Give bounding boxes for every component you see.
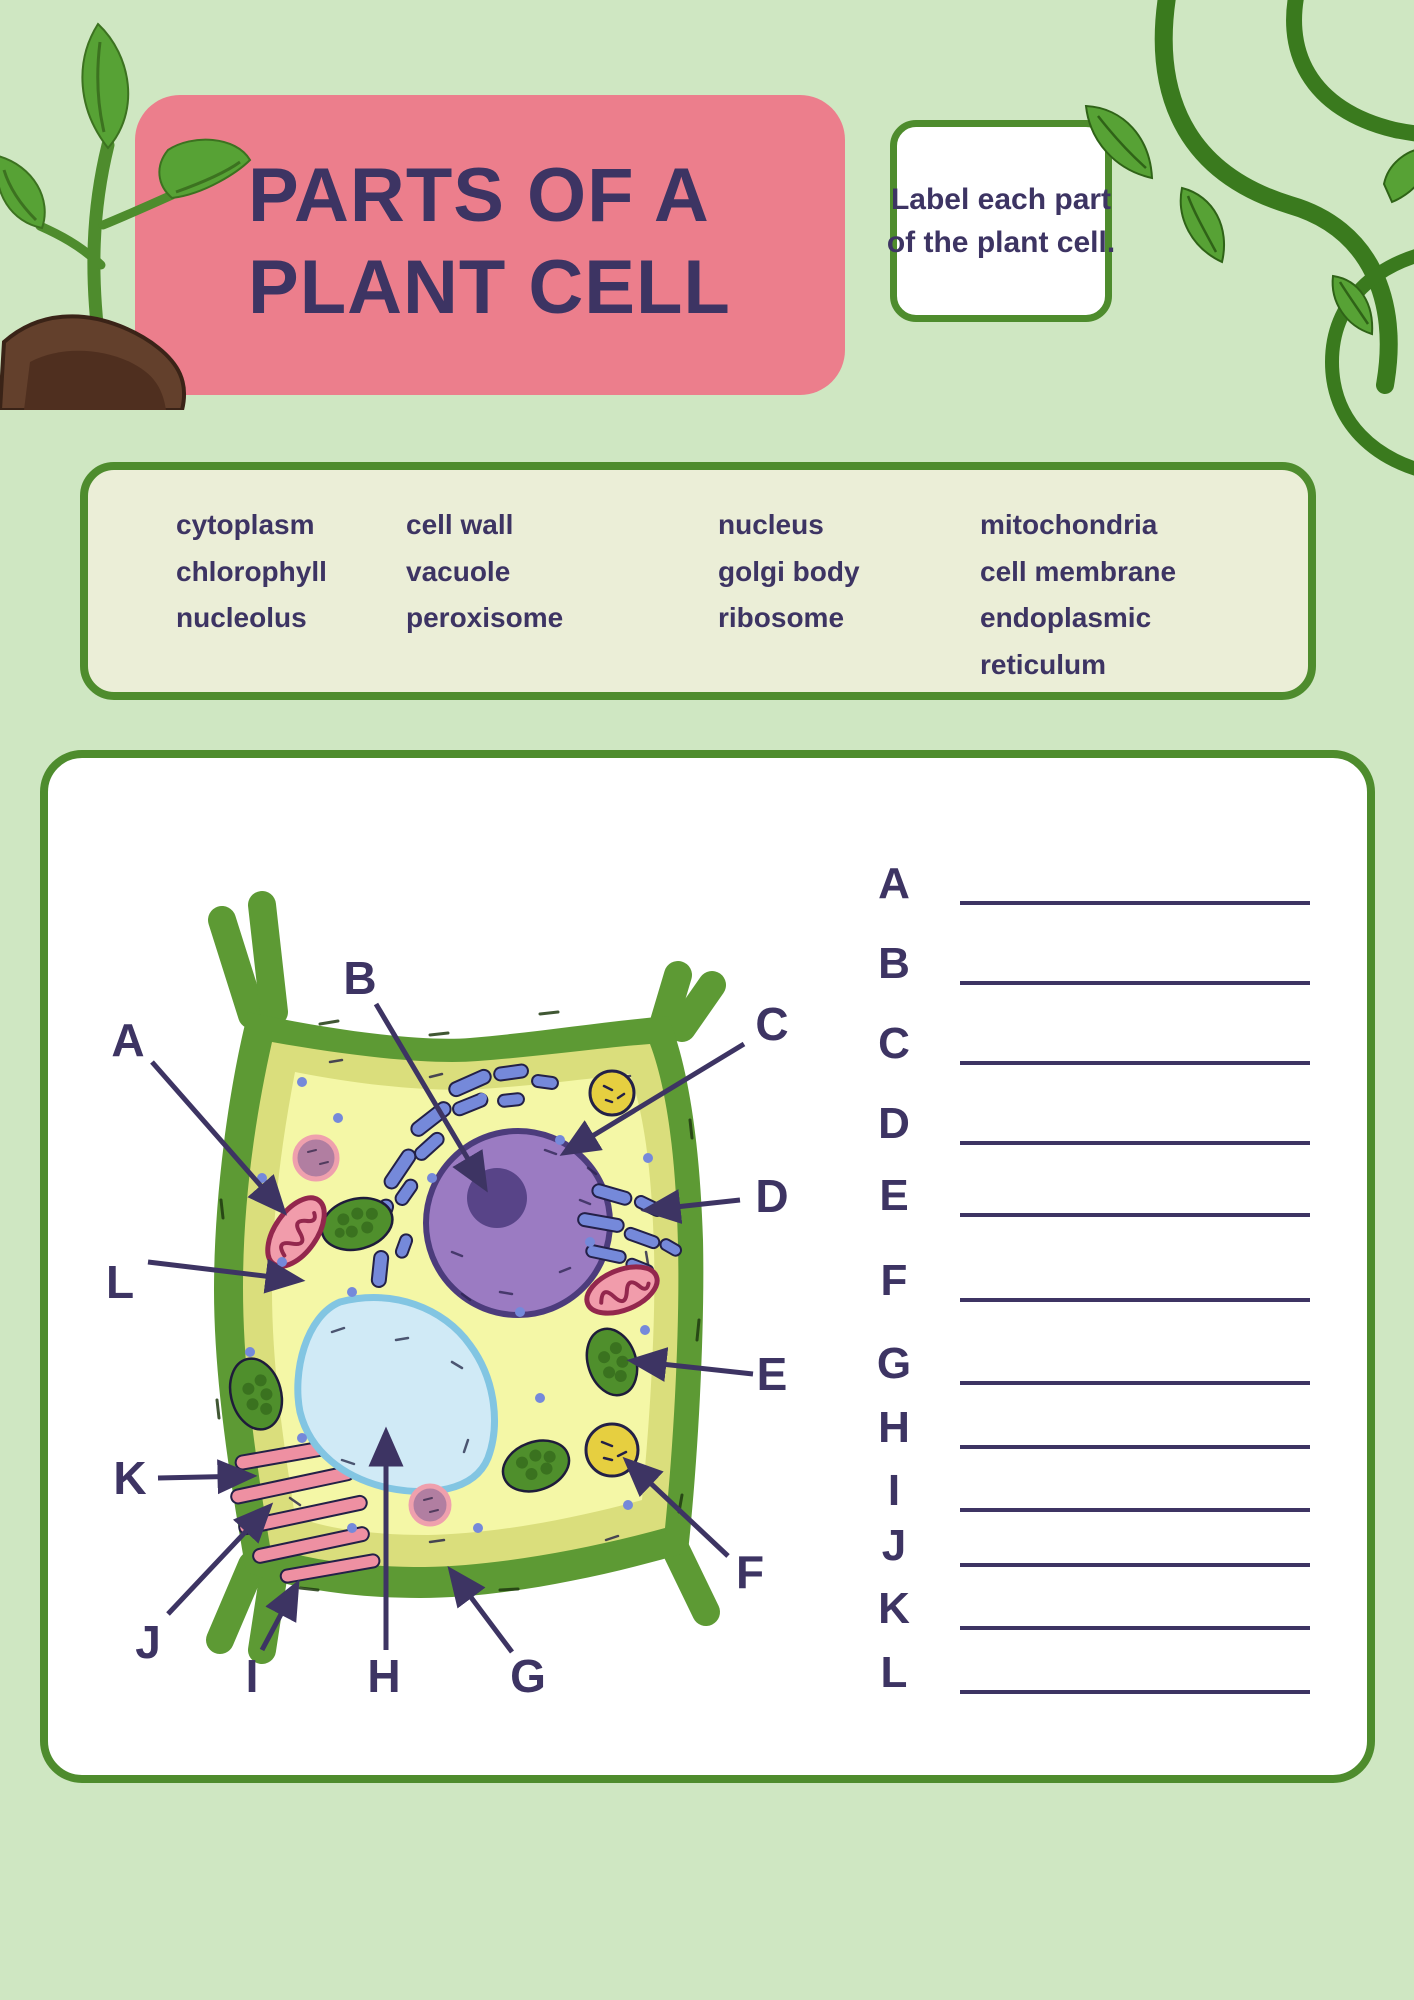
answer-row-b: B: [852, 941, 1310, 987]
answer-blank-i[interactable]: [960, 1508, 1310, 1512]
diagram-label-c: C: [755, 998, 788, 1050]
instruction-box: Label each part of the plant cell.: [886, 120, 1116, 322]
diagram-labels: A B C D E F G H I J K L: [106, 952, 789, 1702]
answer-letter-e: E: [879, 1171, 909, 1220]
answer-letter-g: G: [876, 1339, 912, 1388]
answer-blank-l[interactable]: [960, 1690, 1310, 1694]
answer-row-c: C: [852, 1021, 1310, 1067]
answer-letter-b: B: [878, 939, 910, 988]
answer-blank-h[interactable]: [960, 1445, 1310, 1449]
word-bank-item: golgi body: [718, 555, 860, 587]
vacuole: [294, 1294, 498, 1495]
answer-row-k: K: [852, 1586, 1310, 1632]
answer-blank-f[interactable]: [960, 1298, 1310, 1302]
answer-row-h: H: [852, 1405, 1310, 1451]
answer-blank-a[interactable]: [960, 901, 1310, 905]
instruction-line2: of the plant cell.: [886, 226, 1116, 259]
sprout-illustration: [0, 22, 252, 410]
plant-cell-diagram: A B C D E F G H I J K L: [106, 891, 789, 1702]
page-title-line2: PLANT CELL: [248, 245, 731, 330]
word-bank-item: nucleus: [718, 509, 824, 540]
answer-letter-c: C: [878, 1019, 910, 1068]
chloroplasts: [228, 1196, 639, 1493]
diagram-label-i: I: [246, 1650, 259, 1702]
word-bank-item: cell wall: [406, 509, 514, 540]
word-bank-item: mitochondria: [980, 509, 1158, 540]
diagram-label-g: G: [510, 1650, 546, 1702]
answer-letter-i: I: [887, 1466, 901, 1515]
word-bank-item: endoplasmic reticulum: [980, 602, 1152, 680]
answer-row-l: L: [852, 1650, 1310, 1696]
word-bank-column: nucleus golgi body ribosome: [718, 502, 943, 642]
vesicles: [292, 1134, 452, 1527]
page-title: PARTS OF A PLANT CELL: [248, 150, 731, 334]
answer-letter-f: F: [880, 1256, 908, 1305]
answer-blank-g[interactable]: [960, 1381, 1310, 1385]
answer-row-g: G: [852, 1341, 1310, 1387]
page-title-line1: PARTS OF A: [248, 153, 710, 238]
diagram-label-a: A: [111, 1014, 144, 1066]
answer-row-d: D: [852, 1101, 1310, 1147]
diagram-label-d: D: [755, 1170, 788, 1222]
answer-row-e: E: [852, 1173, 1310, 1219]
answer-row-i: I: [852, 1468, 1310, 1514]
word-bank-column: cytoplasm chlorophyll nucleolus: [176, 502, 401, 642]
word-bank-item: peroxisome: [406, 602, 564, 633]
answer-letter-d: D: [878, 1099, 910, 1148]
word-bank-item: cell membrane: [980, 555, 1177, 587]
word-bank-item: ribosome: [718, 602, 845, 633]
diagram-label-k: K: [113, 1452, 146, 1504]
answer-letter-a: A: [878, 859, 910, 908]
answer-row-j: J: [852, 1523, 1310, 1569]
answer-letter-j: J: [881, 1521, 907, 1570]
diagram-label-h: H: [367, 1650, 400, 1702]
answer-letter-l: L: [880, 1648, 908, 1697]
word-bank: cytoplasm chlorophyll nucleolus cell wal…: [80, 462, 1316, 700]
diagram-label-e: E: [757, 1348, 788, 1400]
instruction-line1: Label each part: [890, 183, 1112, 216]
answer-row-a: A: [852, 861, 1310, 907]
answer-blank-b[interactable]: [960, 981, 1310, 985]
answer-blank-e[interactable]: [960, 1213, 1310, 1217]
word-bank-item: vacuole: [406, 555, 511, 587]
answer-letter-k: K: [878, 1584, 910, 1633]
answer-row-f: F: [852, 1258, 1310, 1304]
word-bank-item: cytoplasm: [176, 509, 315, 540]
title-banner: PARTS OF A PLANT CELL: [135, 95, 845, 395]
word-bank-item: nucleolus: [176, 602, 307, 633]
diagram-label-b: B: [343, 952, 376, 1004]
diagram-label-j: J: [135, 1616, 161, 1668]
mitochondria: [265, 1195, 660, 1316]
answer-blank-c[interactable]: [960, 1061, 1310, 1065]
endoplasmic-reticulum: [369, 1063, 559, 1288]
answer-letter-h: H: [878, 1403, 910, 1452]
vine-decoration: [1084, 0, 1414, 476]
diagram-label-f: F: [736, 1546, 764, 1598]
answer-blank-d[interactable]: [960, 1141, 1310, 1145]
word-bank-column: mitochondria cell membrane endoplasmic r…: [980, 502, 1205, 688]
diagram-label-l: L: [106, 1256, 134, 1308]
answer-blank-k[interactable]: [960, 1626, 1310, 1630]
word-bank-item: chlorophyll: [176, 555, 327, 587]
word-bank-column: cell wall vacuole peroxisome: [406, 502, 631, 642]
answer-blank-j[interactable]: [960, 1563, 1310, 1567]
label-arrows: [147, 1002, 754, 1654]
